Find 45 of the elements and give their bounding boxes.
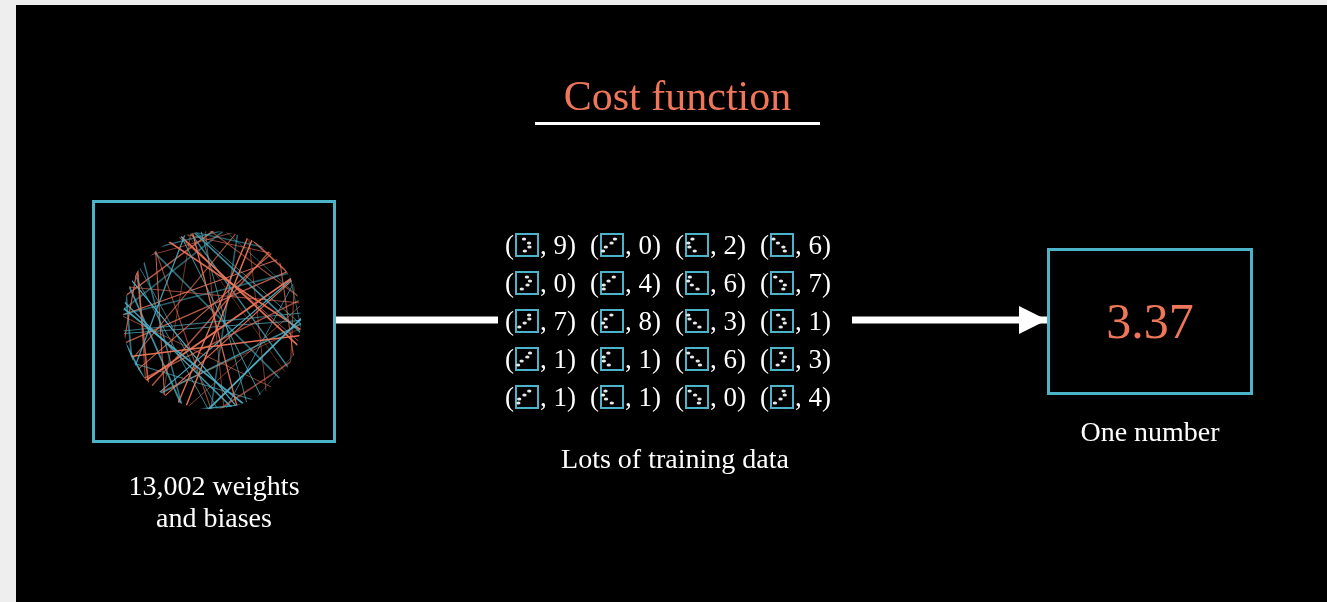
math-text: ( <box>590 230 599 260</box>
math-text: , 3) <box>710 306 746 336</box>
math-text: ( <box>505 268 514 298</box>
node-label: One number <box>1079 416 1221 448</box>
math-text: , 7) <box>795 268 831 298</box>
math-text: ( <box>590 344 599 374</box>
math-text: ( <box>590 268 599 298</box>
math-text: , 3) <box>795 344 831 374</box>
math-text: ( <box>590 382 599 412</box>
math-text: ( <box>505 306 514 336</box>
math-text: , 4) <box>625 268 661 298</box>
math-text: , 9) <box>540 230 576 260</box>
math-text: ( <box>505 344 514 374</box>
math-text: , 1) <box>540 344 576 374</box>
math-text: ( <box>760 344 769 374</box>
math-text: , 6) <box>710 268 746 298</box>
title: Cost function <box>535 70 820 125</box>
math-text: , 4) <box>795 382 831 412</box>
math-text: ( <box>760 382 769 412</box>
math-text: , 1) <box>625 344 661 374</box>
math-text: , 6) <box>795 230 831 260</box>
math-text: , 0) <box>540 268 576 298</box>
math-text: ( <box>675 306 684 336</box>
math-text: ( <box>760 306 769 336</box>
node-label: 13,002 weights and biases <box>127 470 301 534</box>
math-text: ( <box>505 230 514 260</box>
math-text: ( <box>675 268 684 298</box>
math-text: ( <box>760 268 769 298</box>
math-text: , 0) <box>710 382 746 412</box>
math-text: , 0) <box>625 230 661 260</box>
math-text: ( <box>675 230 684 260</box>
math-text: ( <box>505 382 514 412</box>
math-text: , 1) <box>795 306 831 336</box>
math-text: , 2) <box>710 230 746 260</box>
value-text: 3.37 <box>1105 293 1195 349</box>
math-text: , 6) <box>710 344 746 374</box>
math-text: ( <box>590 306 599 336</box>
math-text: , 1) <box>540 382 576 412</box>
math-text: , 1) <box>625 382 661 412</box>
math-text: ( <box>675 344 684 374</box>
math-text: , 7) <box>540 306 576 336</box>
node-label: Lots of training data <box>560 443 790 475</box>
math-text: , 8) <box>625 306 661 336</box>
math-text: ( <box>760 230 769 260</box>
math-text: ( <box>675 382 684 412</box>
